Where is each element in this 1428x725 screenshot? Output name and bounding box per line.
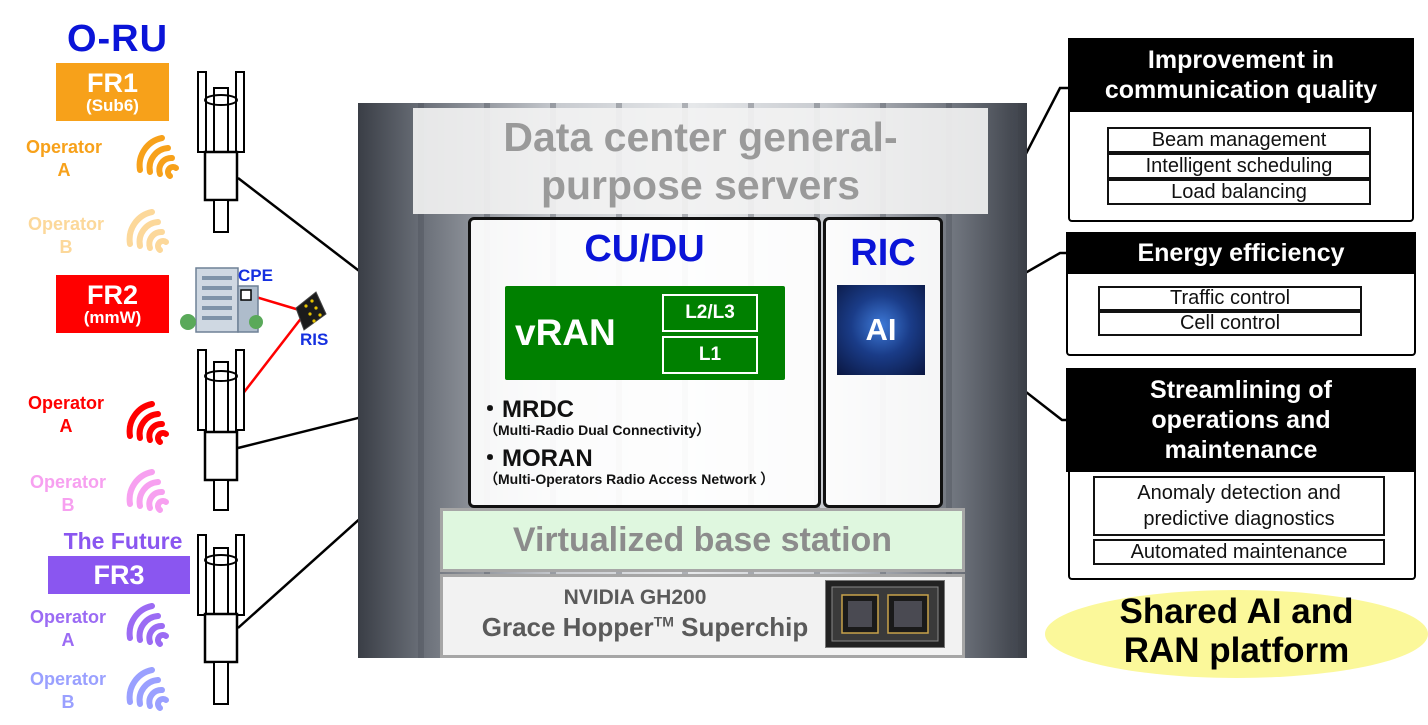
fr3-badge: FR3 xyxy=(48,556,190,594)
ric-title: RIC xyxy=(850,232,916,274)
wave-fr2-a-icon xyxy=(126,401,169,445)
ops-title: Streamlining of operations and maintenan… xyxy=(1066,368,1416,472)
beam-management: Beam management xyxy=(1107,127,1371,153)
superchip-image-icon xyxy=(825,580,945,648)
fr2-operator-b: Operator B xyxy=(29,472,107,515)
fr1-operator-b: Operator B xyxy=(27,214,105,257)
gh200-line2: Grace HopperTM Superchip xyxy=(481,612,809,642)
mrdc-label: ・MRDC xyxy=(478,396,574,423)
oru-title: O-RU xyxy=(66,18,169,60)
intelligent-scheduling: Intelligent scheduling xyxy=(1107,153,1371,179)
cell-control: Cell control xyxy=(1098,311,1362,336)
layer-l1: L1 xyxy=(662,336,758,374)
anomaly-detection: Anomaly detection and predictive diagnos… xyxy=(1093,476,1385,536)
fr2-operator-a: Operator A xyxy=(27,393,105,436)
wave-fr1-b-icon xyxy=(126,209,169,253)
antenna-fr1-icon xyxy=(197,71,245,233)
moran-label: ・MORAN xyxy=(478,445,593,472)
energy-title: Energy efficiency xyxy=(1066,232,1416,274)
quality-title: Improvement in communication quality xyxy=(1068,38,1414,112)
gh200-line1: NVIDIA GH200 xyxy=(563,586,707,609)
ris-label: RIS xyxy=(300,330,329,349)
layer-l2l3: L2/L3 xyxy=(662,294,758,332)
shared-platform-ellipse xyxy=(1045,590,1428,678)
antenna-fr3-icon xyxy=(197,534,245,705)
ai-brain-icon: AI xyxy=(837,285,925,375)
vran-label: vRAN xyxy=(515,312,616,353)
antenna-fr2-icon xyxy=(197,349,245,511)
mrdc-sub: （Multi-Radio Dual Connectivity） xyxy=(484,422,711,438)
fr3-label: FR3 xyxy=(93,559,145,590)
fr1-operator-a: Operator A xyxy=(25,137,103,180)
building-icon xyxy=(180,267,263,333)
wave-fr1-a-icon xyxy=(136,135,179,179)
cpe-label: CPE xyxy=(238,266,273,285)
wave-fr3-a-icon xyxy=(126,603,169,647)
moran-sub: （Multi-Operators Radio Access Network ） xyxy=(484,471,775,487)
vran-block xyxy=(505,286,785,380)
fr1-badge: FR1 (Sub6) xyxy=(56,63,169,121)
fr3-operator-a: Operator A xyxy=(29,607,107,650)
ai-label: AI xyxy=(865,312,897,347)
automated-maintenance: Automated maintenance xyxy=(1093,539,1385,565)
fr1-sub: (Sub6) xyxy=(86,96,139,116)
fr2-badge: FR2 (mmW) xyxy=(56,275,169,333)
shared-platform-label: Shared AI and RAN platform xyxy=(1119,592,1354,670)
load-balancing: Load balancing xyxy=(1107,179,1371,205)
wave-fr2-b-icon xyxy=(126,469,169,513)
virtualized-base-station: Virtualized base station xyxy=(440,508,965,572)
ris-panel-icon xyxy=(295,291,327,331)
fr3-operator-b: Operator B xyxy=(29,669,107,712)
fr2-label: FR2 xyxy=(86,279,138,310)
traffic-control: Traffic control xyxy=(1098,286,1362,311)
future-label: The Future xyxy=(63,528,183,554)
cudu-title: CU/DU xyxy=(584,228,705,270)
chip-graphic xyxy=(831,586,939,642)
datacenter-title: Data center general- purpose servers xyxy=(413,108,988,214)
fr1-label: FR1 xyxy=(86,67,138,98)
fr2-sub: (mmW) xyxy=(83,308,142,328)
wave-fr3-b-icon xyxy=(126,667,169,711)
